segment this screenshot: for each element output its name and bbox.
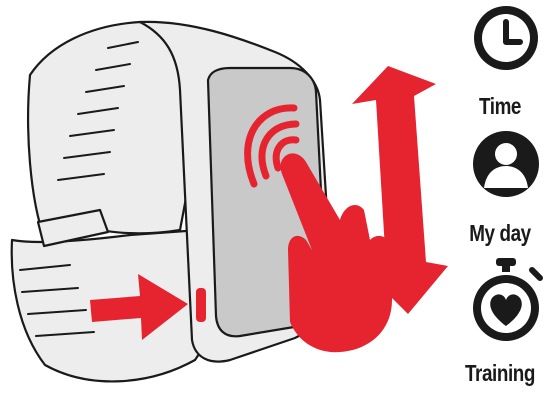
stopwatch-heart-icon — [473, 258, 540, 341]
side-button — [196, 288, 206, 322]
wristband — [12, 22, 331, 382]
person-icon — [473, 131, 539, 197]
mode-label-time: Time — [463, 93, 537, 120]
clock-icon — [474, 6, 538, 70]
tap-hand-icon — [281, 153, 393, 352]
mode-label-my-day: My day — [463, 220, 537, 247]
mode-label-training: Training — [457, 360, 542, 387]
